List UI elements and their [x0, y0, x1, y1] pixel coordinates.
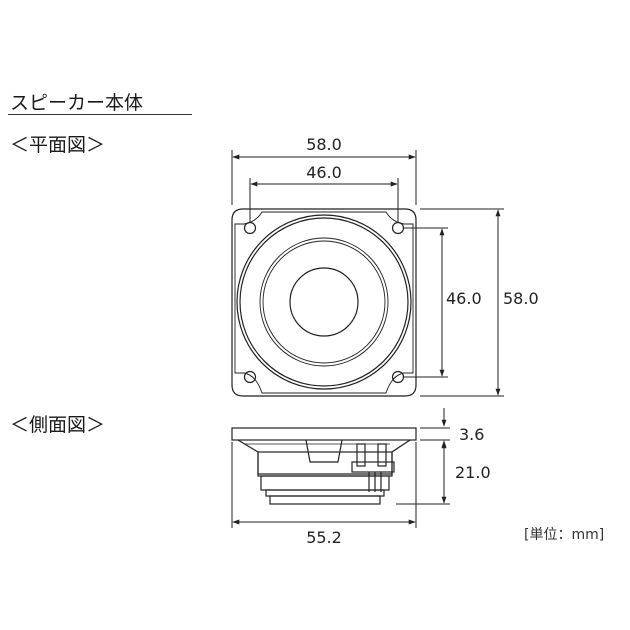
dim-side-width: 55.2: [306, 528, 342, 547]
terminal-housing: [351, 461, 395, 473]
dim-side-depth: 21.0: [455, 463, 491, 482]
side-view: [231, 427, 417, 505]
title-underline: [8, 114, 192, 115]
plan-view-label: ＜平面図＞: [10, 134, 106, 156]
dim-hole-pitch-h: 46.0: [306, 163, 342, 182]
side-magnet: [260, 475, 390, 491]
dim-hole-pitch-v: 46.0: [446, 289, 482, 308]
unit-note: [単位：mm]: [524, 527, 605, 543]
plan-dimensions: [231, 150, 504, 397]
side-yoke: [269, 495, 381, 505]
dim-side-flange: 3.6: [459, 425, 484, 444]
drawing-title: スピーカー本体: [10, 92, 144, 114]
terminal-left: [356, 443, 366, 467]
dim-plan-height: 58.0: [503, 289, 539, 308]
side-flange: [231, 427, 417, 441]
surround-ring: [239, 217, 409, 387]
side-dimensions: [231, 408, 450, 528]
side-center-boss: [305, 439, 343, 463]
side-view-label: ＜側面図＞: [10, 414, 106, 436]
mounting-hole-tr: [391, 221, 405, 235]
mounting-hole-bl: [243, 370, 257, 384]
dust-cap: [289, 267, 359, 337]
terminal-right: [377, 443, 387, 467]
mounting-hole-tl: [243, 221, 257, 235]
dim-plan-width: 58.0: [306, 135, 342, 154]
cone-ring: [259, 237, 389, 367]
surround-outer-ring: [236, 214, 412, 390]
side-plate: [265, 489, 385, 497]
frame-outline: [231, 208, 417, 397]
side-basket: [237, 439, 411, 475]
mounting-hole-br: [391, 370, 405, 384]
cone-inner-ring: [262, 240, 386, 364]
plan-view: [231, 208, 417, 397]
